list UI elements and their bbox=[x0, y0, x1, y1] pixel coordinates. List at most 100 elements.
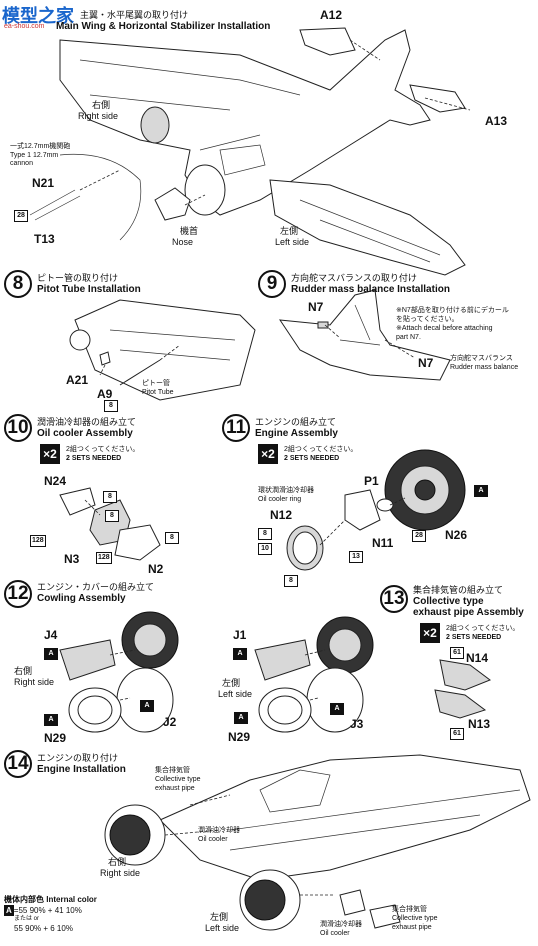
exhaust-bottom-en2: exhaust pipe bbox=[392, 924, 432, 931]
part-n26: N26 bbox=[445, 528, 468, 542]
step9-number: 9 bbox=[258, 270, 286, 298]
part-t13: T13 bbox=[34, 232, 55, 246]
exhaust-top-en2: exhaust pipe bbox=[155, 785, 195, 792]
exhaust-top-en1: Collective type bbox=[155, 776, 201, 783]
part-n24: N24 bbox=[44, 474, 67, 488]
step12-title-en: Cowling Assembly bbox=[37, 593, 126, 604]
internal-color-note: 機体内部色 Internal color A=55 90% + 41 10% ま… bbox=[4, 894, 97, 934]
step8-title-jp: ピトー管の取り付け bbox=[37, 273, 119, 283]
part-a13: A13 bbox=[485, 114, 508, 128]
step13-title-jp: 集合排気管の組み立て bbox=[413, 585, 504, 595]
step13-sets: 2組つくってください。 2 SETS NEEDED bbox=[446, 624, 519, 642]
cannon-en2: cannon bbox=[10, 160, 33, 167]
part-j1: J1 bbox=[233, 628, 247, 642]
oil-cooler-label-top: 潤滑油冷却器 Oil cooler bbox=[198, 826, 240, 844]
step12-title-jp: エンジン・カバーの組み立て bbox=[37, 582, 155, 592]
internal-color-jp: 機体内部色 bbox=[4, 895, 44, 904]
part-n29a: N29 bbox=[44, 731, 67, 745]
step11-number: 11 bbox=[222, 414, 250, 442]
paint-box-28: 28 bbox=[14, 210, 28, 222]
paint-box-a-j1: A bbox=[233, 648, 247, 660]
step13-sets-en: 2 SETS NEEDED bbox=[446, 634, 502, 641]
exhaust-bottom-en1: Collective type bbox=[392, 915, 438, 922]
paint-box-8b-step11: 8 bbox=[284, 575, 298, 587]
step9-title-jp: 方向舵マスバランスの取り付け bbox=[291, 273, 417, 283]
step11-sets-en: 2 SETS NEEDED bbox=[284, 455, 340, 462]
oil-cooler-parts bbox=[59, 487, 161, 561]
exhaust-label-top: 集合排気管 Collective type exhaust pipe bbox=[155, 766, 201, 793]
step10-title-en: Oil cooler Assembly bbox=[37, 428, 133, 439]
step11-title-en: Engine Assembly bbox=[255, 428, 338, 439]
step9-note: ※N7部品を取り付ける前にデカール を貼ってください。 ※Attach deca… bbox=[396, 306, 509, 342]
cannon-inset bbox=[29, 154, 142, 241]
step12-left-jp: 左側 bbox=[222, 678, 241, 688]
step14-left-jp: 左側 bbox=[210, 912, 229, 922]
step7-right-jp: 右側 bbox=[92, 100, 111, 110]
step10-sets-jp: 2組つくってください。 bbox=[66, 446, 140, 453]
paint-box-a-j2: A bbox=[140, 700, 154, 712]
step9-title: 方向舵マスバランスの取り付け Rudder mass balance Insta… bbox=[291, 273, 450, 295]
paint-box-a-step11: A bbox=[474, 485, 488, 497]
step14-right-jp: 右側 bbox=[108, 857, 127, 867]
part-n7-top: N7 bbox=[308, 300, 324, 314]
paint-box-a-n29a: A bbox=[44, 714, 58, 726]
step12-left-en: Left side bbox=[218, 689, 253, 699]
paint-box-8b-step10: 8 bbox=[105, 510, 119, 522]
part-j2: J2 bbox=[163, 715, 177, 729]
internal-color-line1: A=55 90% + 41 10% bbox=[4, 905, 97, 916]
wing-step8 bbox=[69, 299, 256, 401]
part-n7: N7 bbox=[418, 356, 434, 370]
internal-color-mix2: 55 90% + 6 10% bbox=[14, 924, 73, 933]
step9-note-en2: part N7. bbox=[396, 334, 421, 341]
internal-color-key: A bbox=[4, 905, 14, 916]
paint-box-128a: 128 bbox=[30, 535, 46, 547]
step7-right-en: Right side bbox=[78, 111, 119, 121]
step10-sets-en: 2 SETS NEEDED bbox=[66, 455, 122, 462]
step8-title: ピトー管の取り付け Pitot Tube Installation bbox=[37, 273, 141, 295]
exhaust-top-jp: 集合排気管 bbox=[155, 767, 190, 774]
step12-right-en: Right side bbox=[14, 677, 55, 687]
exhaust-parts bbox=[434, 659, 492, 719]
step9-title-en: Rudder mass balance Installation bbox=[291, 284, 450, 295]
mass-balance-jp: 方向舵マスバランス bbox=[450, 355, 513, 362]
part-a12: A12 bbox=[320, 8, 343, 22]
step11-x2-badge: ×2 bbox=[258, 444, 278, 464]
mass-balance-label: 方向舵マスバランス Rudder mass balance bbox=[450, 354, 518, 372]
step11-sets: 2組つくってください。 2 SETS NEEDED bbox=[284, 445, 357, 463]
part-a21: A21 bbox=[66, 373, 89, 387]
part-n29b: N29 bbox=[228, 730, 251, 744]
watermark-text: 模型之家 bbox=[2, 6, 74, 26]
step10-sets: 2組つくってください。 2 SETS NEEDED bbox=[66, 445, 139, 463]
paint-box-8a-step11: 8 bbox=[258, 528, 272, 540]
step11-title: エンジンの組み立て Engine Assembly bbox=[255, 417, 338, 439]
cowling-left bbox=[254, 616, 374, 733]
step10-number: 10 bbox=[4, 414, 32, 442]
paint-box-a-j3: A bbox=[330, 703, 344, 715]
oil-top-en: Oil cooler bbox=[198, 836, 228, 843]
part-n13: N13 bbox=[468, 717, 491, 731]
oil-top-jp: 潤滑油冷却器 bbox=[198, 827, 240, 834]
part-n14: N14 bbox=[466, 651, 489, 665]
step10-title-jp: 潤滑油冷却器の組み立て bbox=[37, 417, 137, 427]
paint-box-10: 10 bbox=[258, 543, 272, 555]
step7-title-en: Main Wing & Horizontal Stabilizer Instal… bbox=[56, 21, 271, 32]
step13-title: 集合排気管の組み立て Collective type exhaust pipe … bbox=[413, 585, 524, 618]
part-n2: N2 bbox=[148, 562, 164, 576]
mass-balance-en: Rudder mass balance bbox=[450, 364, 519, 371]
cowling-right bbox=[59, 611, 179, 733]
step14-title-en: Engine Installation bbox=[37, 764, 126, 775]
step10-title: 潤滑油冷却器の組み立て Oil cooler Assembly bbox=[37, 417, 136, 439]
paint-box-28-step11: 28 bbox=[412, 530, 426, 542]
part-n12: N12 bbox=[270, 508, 293, 522]
nose-en: Nose bbox=[172, 237, 194, 247]
step14-left-en: Left side bbox=[205, 923, 240, 933]
internal-color-mix1: =55 90% + 41 10% bbox=[13, 906, 82, 915]
watermark-logo: 模型之家 ea-shou.com bbox=[0, 0, 76, 34]
part-j3: J3 bbox=[350, 717, 364, 731]
oil-bottom-en: Oil cooler bbox=[320, 930, 350, 937]
step12-title: エンジン・カバーの組み立て Cowling Assembly bbox=[37, 582, 154, 604]
step7-left-en: Left side bbox=[275, 237, 310, 247]
paint-box-8-step8: 8 bbox=[104, 400, 118, 412]
step13-number: 13 bbox=[380, 585, 408, 613]
